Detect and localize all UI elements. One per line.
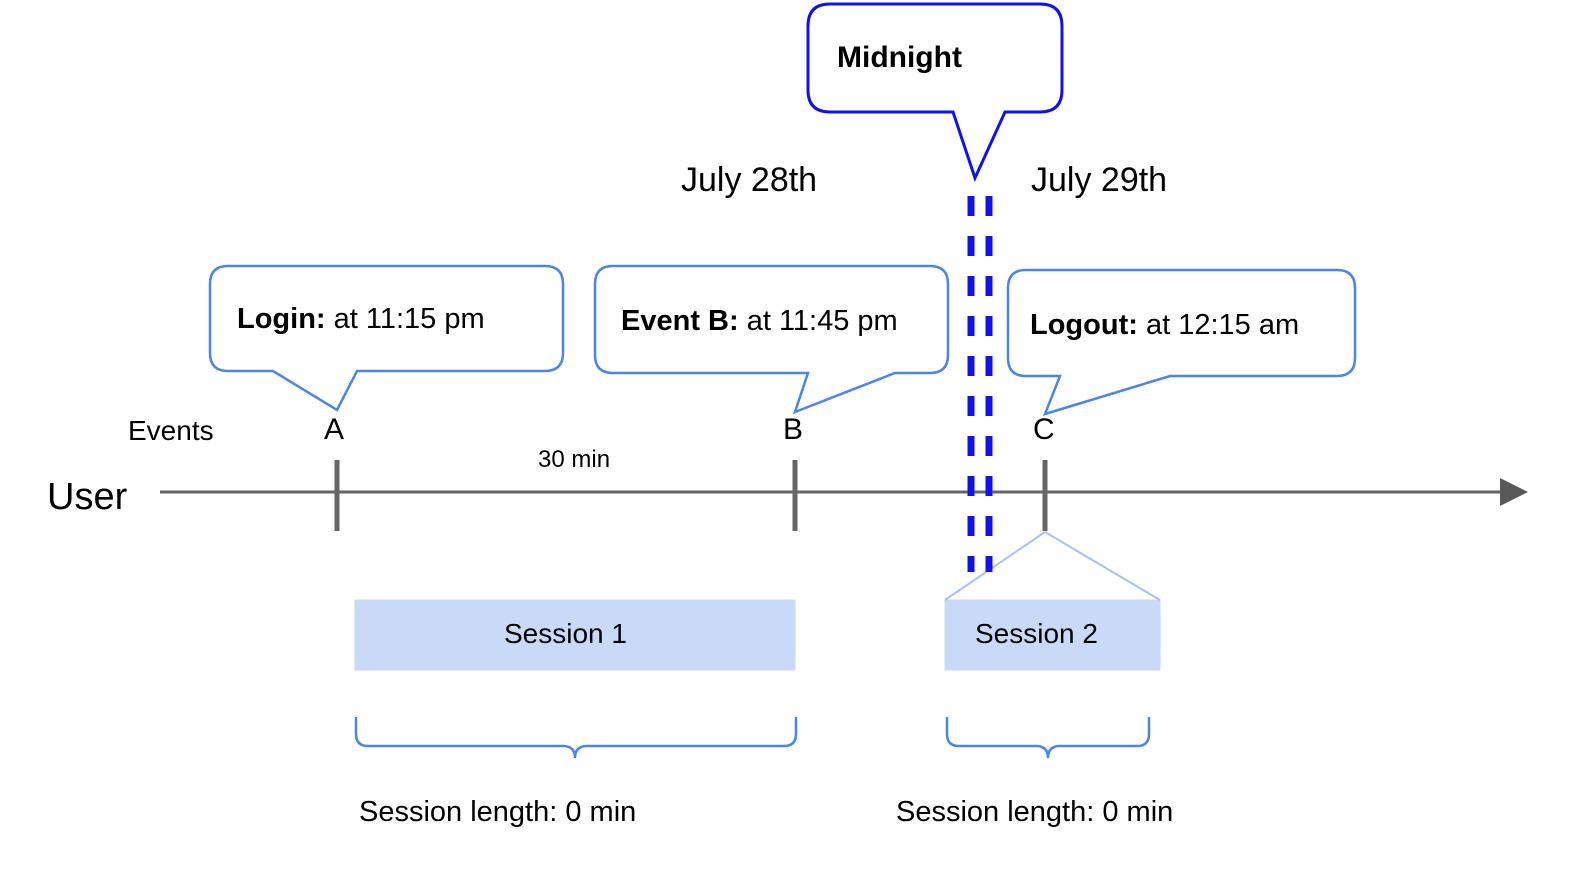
logout-callout-bubble — [1006, 268, 1357, 416]
timeline-axis — [160, 478, 1528, 506]
events-row-label: Events — [128, 415, 214, 446]
date-label-july-28: July 28th — [681, 161, 818, 199]
interval-label-30min: 30 min — [538, 446, 611, 473]
session-2-brace — [945, 717, 1151, 759]
login-callout-text: Login: at 11:15 pm — [237, 305, 485, 334]
logout-callout-detail: at 12:15 am — [1137, 309, 1300, 341]
session-2-length-label: Session length: 0 min — [896, 796, 1174, 828]
eventb-callout-bubble — [593, 264, 950, 415]
date-label-july-29: July 29th — [1031, 161, 1168, 199]
event-point-label-a: A — [324, 413, 345, 446]
midnight-label: Midnight — [837, 41, 962, 74]
session-2-label: Session 2 — [975, 618, 1098, 649]
user-row-label: User — [47, 476, 128, 518]
event-point-label-c: C — [1033, 413, 1055, 446]
midnight-dashed-lines — [967, 196, 993, 572]
login-callout-detail: at 11:15 pm — [325, 303, 485, 335]
session-1-box — [354, 599, 796, 671]
logout-callout-bold: Logout: — [1030, 309, 1138, 341]
midnight-callout-bubble — [806, 2, 1064, 183]
login-callout-bubble — [208, 264, 565, 412]
session-1-label: Session 1 — [504, 618, 627, 649]
eventb-callout-text: Event B: at 11:45 pm — [621, 307, 898, 336]
login-callout-bold: Login: — [237, 303, 326, 335]
event-point-label-b: B — [783, 413, 804, 446]
timeline-arrowhead — [1500, 478, 1528, 506]
logout-callout-text: Logout: at 12:15 am — [1030, 311, 1299, 340]
session-2-box — [944, 531, 1161, 671]
eventb-callout-bold: Event B: — [621, 305, 739, 337]
session-1-length-label: Session length: 0 min — [359, 796, 637, 828]
eventb-callout-detail: at 11:45 pm — [738, 305, 898, 337]
session-1-brace — [354, 717, 798, 759]
